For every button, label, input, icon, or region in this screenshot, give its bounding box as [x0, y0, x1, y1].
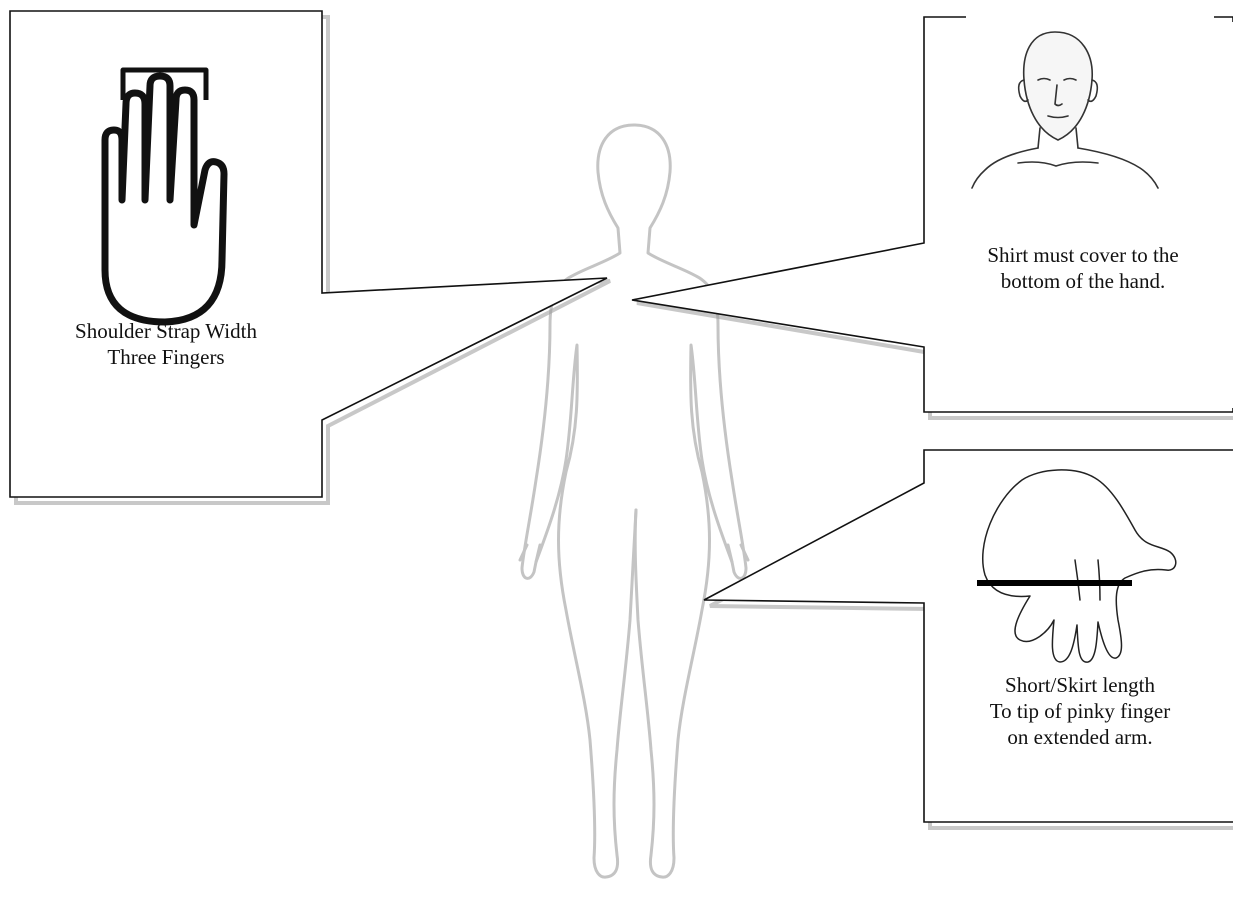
- body-outline-right: [634, 125, 746, 877]
- caption-line: Short/Skirt length: [930, 672, 1230, 698]
- caption-line: Three Fingers: [12, 344, 320, 370]
- skirt-length-callout: [704, 450, 1233, 828]
- caption-line: bottom of the hand.: [935, 268, 1231, 294]
- callout-frame: [10, 11, 607, 497]
- body-silhouette: [520, 125, 748, 877]
- caption-line: Shirt must cover to the: [935, 242, 1231, 268]
- caption-line: on extended arm.: [930, 724, 1230, 750]
- caption-line: Shoulder Strap Width: [12, 318, 320, 344]
- shirt-length-callout: [632, 10, 1233, 418]
- callout-frame: [632, 17, 1233, 412]
- shirt-length-caption: Shirt must cover to the bottom of the ha…: [935, 242, 1231, 294]
- body-outline-left: [522, 125, 636, 877]
- callout-frame: [704, 450, 1233, 822]
- caption-line: To tip of pinky finger: [930, 698, 1230, 724]
- skirt-length-caption: Short/Skirt length To tip of pinky finge…: [930, 672, 1230, 750]
- shoulder-strap-caption: Shoulder Strap Width Three Fingers: [12, 318, 320, 370]
- shoulder-strap-callout: [10, 11, 610, 503]
